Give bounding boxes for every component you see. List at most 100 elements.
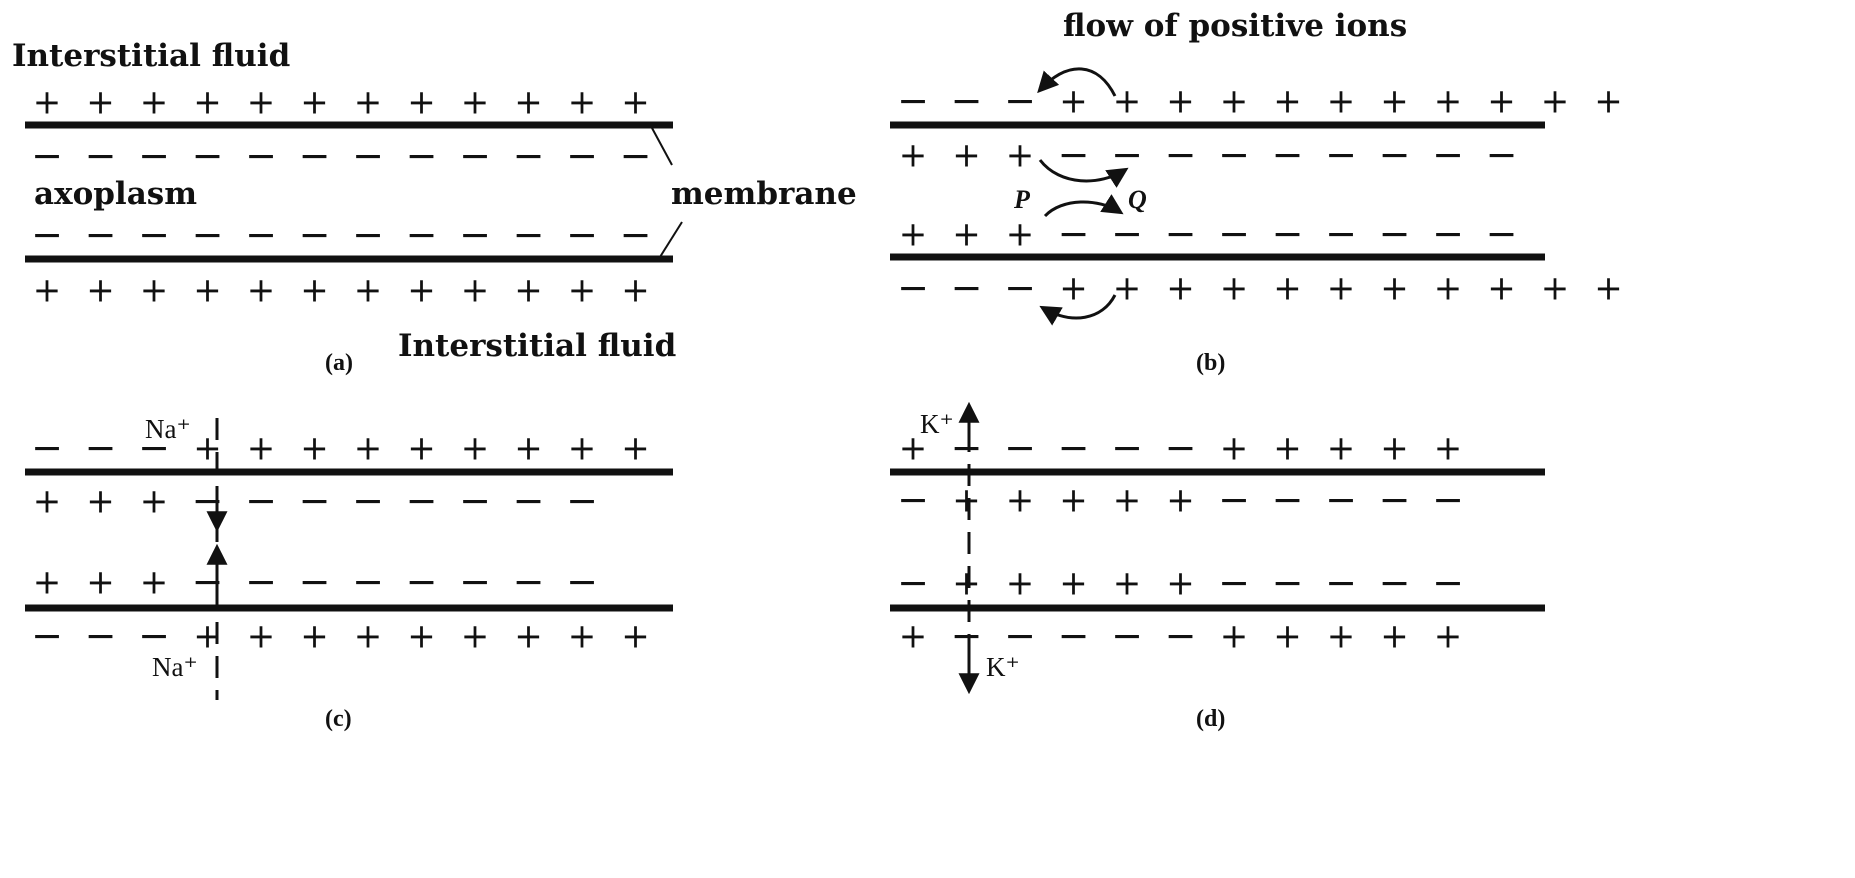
negative-charge: − [951,426,983,470]
panel-c: −−−+++++++++ +++−−−−−−−− +++−−−−−−−− −−−… [25,414,673,732]
positive-charge: + [1380,617,1409,657]
positive-charge: + [1273,429,1302,469]
membrane-pointer-lower [659,221,683,258]
positive-charge: + [1166,481,1195,521]
negative-charge: − [1272,133,1304,177]
label-q: Q [1128,185,1147,214]
positive-charge: + [1541,269,1570,309]
caption-d: (d) [1196,706,1225,732]
positive-charge: + [354,617,383,657]
positive-charge: + [1220,617,1249,657]
charge-row: ++++++++++++ [33,83,650,123]
positive-charge: + [300,83,329,123]
positive-charge: + [1166,82,1195,122]
positive-charge: + [461,617,490,657]
positive-charge: + [1220,269,1249,309]
positive-charge: + [1434,82,1463,122]
positive-charge: + [1220,82,1249,122]
negative-charge: − [1004,614,1036,658]
label-interstitial-fluid-bottom: Interstitial fluid [398,328,676,364]
negative-charge: − [299,213,331,257]
positive-charge: + [461,429,490,469]
negative-charge: − [951,79,983,123]
label-flow-of-positive-ions: flow of positive ions [1063,8,1407,44]
positive-charge: + [899,136,928,176]
negative-charge: − [897,561,929,605]
negative-charge: − [1432,133,1464,177]
negative-charge: − [299,134,331,178]
negative-charge: − [1486,133,1518,177]
positive-charge: + [300,429,329,469]
negative-charge: − [1325,133,1357,177]
panel-a: ++++++++++++ −−−−−−−−−−−− −−−−−−−−−−−− +… [12,38,857,376]
flow-arrow-inside-p-to-q-upper [1038,159,1129,188]
positive-charge: + [140,83,169,123]
charge-row: −+++++−−−−− [897,561,1464,605]
negative-charge: − [1432,478,1464,522]
negative-charge: − [31,614,63,658]
label-p: P [1013,185,1031,214]
negative-charge: − [352,134,384,178]
negative-charge: − [245,479,277,523]
positive-charge: + [621,429,650,469]
positive-charge: + [140,563,169,603]
negative-charge: − [138,426,170,470]
flow-arrow-outside-top [1037,67,1117,97]
negative-charge: − [459,213,491,257]
flow-arrow-inside-p-to-q-lower [1043,194,1124,218]
positive-charge: + [33,83,62,123]
positive-charge: + [193,271,222,311]
positive-charge: + [247,429,276,469]
negative-charge: − [513,213,545,257]
negative-charge: − [299,479,331,523]
caption-a: (a) [325,350,353,376]
positive-charge: + [354,271,383,311]
positive-charge: + [514,617,543,657]
positive-charge: + [1113,269,1142,309]
negative-charge: − [1218,133,1250,177]
positive-charge: + [568,617,597,657]
negative-charge: − [406,479,438,523]
positive-charge: + [952,564,981,604]
negative-charge: − [1165,426,1197,470]
negative-charge: − [245,560,277,604]
negative-charge: − [951,266,983,310]
negative-charge: − [1058,212,1090,256]
negative-charge: − [1218,212,1250,256]
negative-charge: − [352,479,384,523]
charge-row: −−−−−−−−−−−− [31,134,651,178]
negative-charge: − [513,560,545,604]
negative-charge: − [620,213,652,257]
positive-charge: + [86,271,115,311]
positive-charge: + [354,429,383,469]
negative-charge: − [1165,133,1197,177]
negative-charge: − [620,134,652,178]
positive-charge: + [899,429,928,469]
negative-charge: − [138,614,170,658]
positive-charge: + [1380,269,1409,309]
positive-charge: + [1220,429,1249,469]
negative-charge: − [1004,79,1036,123]
positive-charge: + [1487,269,1516,309]
positive-charge: + [1006,564,1035,604]
charge-row: +−−−−−+++++ [899,614,1463,658]
negative-charge: − [299,560,331,604]
charge-row: −−−+++++++++++ [897,266,1623,310]
positive-charge: + [1273,82,1302,122]
positive-charge: + [568,271,597,311]
negative-charge: − [352,213,384,257]
panel-d: +−−−−−+++++ −+++++−−−−− −+++++−−−−− +−−−… [890,401,1545,732]
negative-charge: − [1272,478,1304,522]
negative-charge: − [1486,212,1518,256]
negative-charge: − [459,134,491,178]
positive-charge: + [1059,564,1088,604]
positive-charge: + [514,83,543,123]
positive-charge: + [1541,82,1570,122]
negative-charge: − [245,213,277,257]
positive-charge: + [300,271,329,311]
negative-charge: − [1111,133,1143,177]
charge-row: +++−−−−−−−− [33,560,598,604]
negative-charge: − [192,560,224,604]
charge-row: +−−−−−+++++ [899,426,1463,470]
